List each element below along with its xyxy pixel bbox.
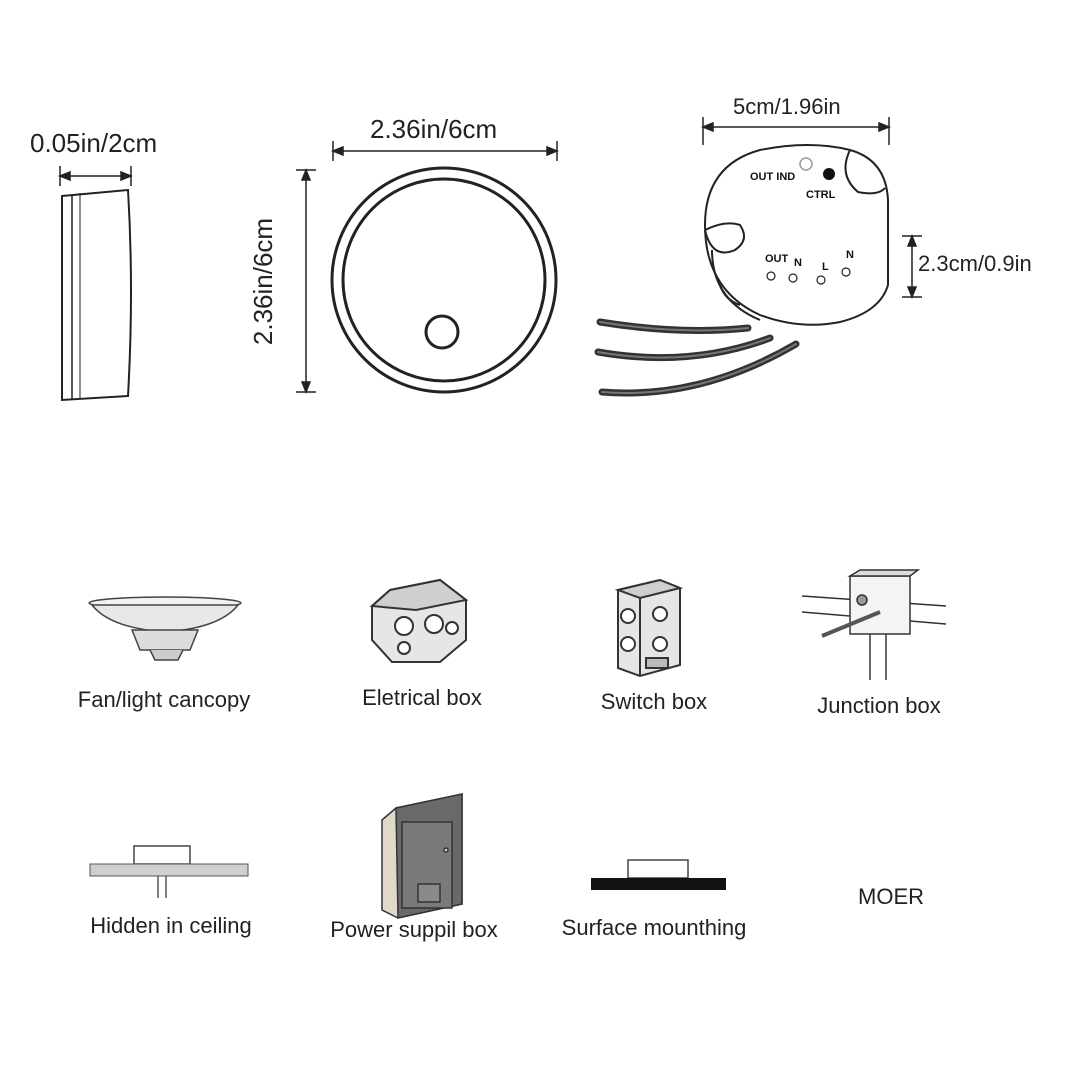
caption-surface-mounting: Surface mounthing xyxy=(561,915,747,940)
front-height-dimension-line xyxy=(296,167,316,395)
module-width-label: 5cm/1.96in xyxy=(733,94,841,119)
module-view-icon xyxy=(704,144,889,326)
side-thickness-dimension-line xyxy=(57,166,134,186)
junction-box-icon xyxy=(801,569,947,680)
caption-fan-light-canopy: Fan/light cancopy xyxy=(77,687,251,712)
front-height-label: 2.36in/6cm xyxy=(248,217,279,346)
surface-mounting-icon xyxy=(591,859,726,890)
fan-light-canopy-icon xyxy=(88,596,242,661)
caption-junction-box: Junction box xyxy=(817,693,941,718)
front-view-icon xyxy=(330,166,558,394)
label-n-1: N xyxy=(794,257,802,269)
caption-switch-box: Switch box xyxy=(600,689,708,714)
module-wires-icon xyxy=(594,318,800,397)
power-supply-box-icon xyxy=(381,793,463,919)
side-view-icon xyxy=(61,188,132,402)
switch-box-icon xyxy=(614,578,684,678)
module-width-dimension-line xyxy=(700,117,892,145)
module-height-label: 2.3cm/0.9in xyxy=(918,251,1032,276)
module-height-dimension-line xyxy=(902,233,922,300)
label-out: OUT xyxy=(765,253,789,265)
front-width-label: 2.36in/6cm xyxy=(370,114,498,144)
caption-hidden-in-ceiling: Hidden in ceiling xyxy=(90,913,252,938)
label-n-2: N xyxy=(846,249,854,261)
electrical-box-icon xyxy=(369,578,469,663)
caption-electrical-box: Eletrical box xyxy=(362,685,482,710)
caption-power-supply-box: Power suppil box xyxy=(330,917,498,942)
label-out-ind: OUT IND xyxy=(750,171,795,183)
hidden-in-ceiling-icon xyxy=(89,845,249,898)
label-ctrl: CTRL xyxy=(806,189,836,201)
label-l: L xyxy=(822,261,829,273)
front-width-dimension-line xyxy=(330,141,560,161)
side-thickness-label: 0.05in/2cm xyxy=(30,128,158,158)
caption-more: MOER xyxy=(858,884,924,909)
